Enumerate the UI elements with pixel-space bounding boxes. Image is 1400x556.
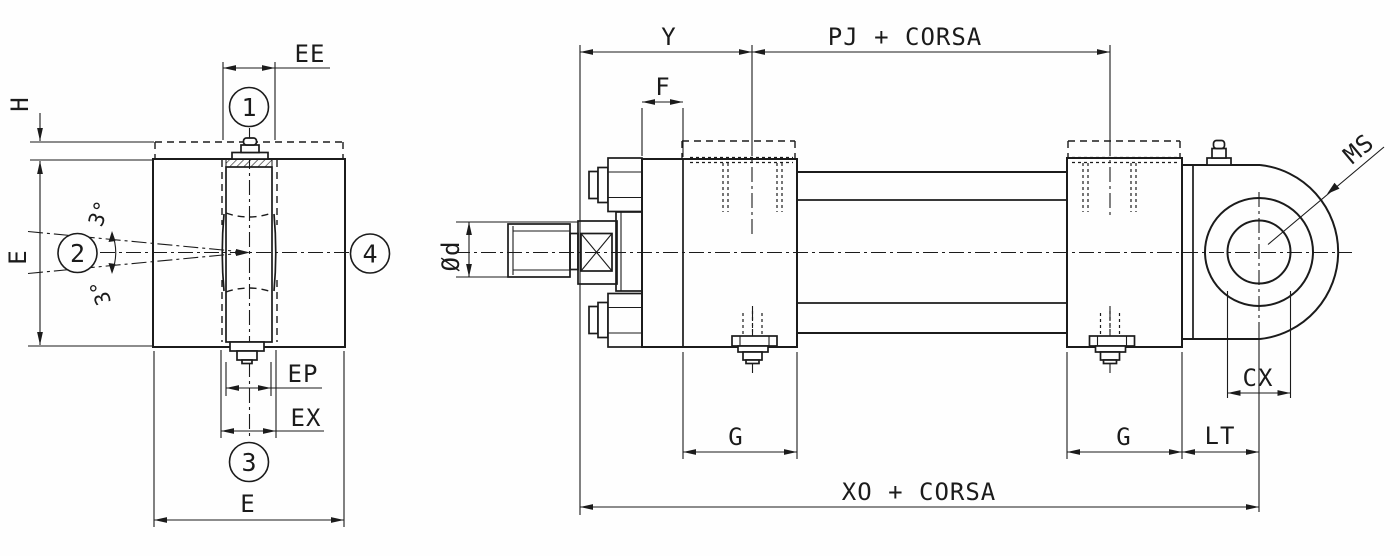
tie-rod-nut-bottom: [588, 292, 643, 348]
dim-label-y: Y: [661, 23, 676, 51]
dim-label-f: F: [655, 73, 670, 101]
dim-f: F: [641, 73, 684, 157]
piston-rod-end: [507, 211, 643, 292]
dim-label-e-side: E: [4, 249, 32, 264]
balloon-4: 4: [349, 233, 391, 274]
pin-bottom-plug: [229, 341, 265, 365]
dim-cx: CX: [1226, 291, 1292, 398]
dim-e-bottom: E: [153, 351, 345, 527]
dim-label-pj-corsa: PJ + CORSA: [828, 23, 983, 51]
dim-rod-diameter: Ød: [437, 221, 578, 278]
dim-label-e-bottom: E: [240, 490, 255, 518]
dim-label-g-right: G: [1116, 423, 1131, 451]
dim-h: H: [6, 96, 154, 347]
rod-wrench-flats: [580, 232, 613, 272]
dim-ex: EX: [220, 350, 324, 438]
dim-y: Y: [580, 23, 752, 55]
eye-grease-nipple-icon: [1206, 139, 1232, 166]
dim-label-xo-corsa: XO + CORSA: [842, 478, 997, 506]
cap-port-plug: [1088, 306, 1136, 374]
dim-label-g-left: G: [728, 423, 743, 451]
dim-g-left: G: [682, 352, 798, 459]
grease-nipple-icon: [231, 137, 269, 160]
balloon-1-label: 1: [241, 93, 256, 122]
balloon-4-label: 4: [362, 240, 377, 269]
balloon-2-label: 2: [70, 239, 85, 268]
apex-arrow: [236, 249, 250, 256]
dim-label-3deg-top: 3°: [84, 198, 115, 230]
balloon-3-label: 3: [241, 448, 256, 477]
dim-xo-corsa: XO + CORSA: [580, 478, 1259, 510]
dim-label-ms: MS: [1338, 128, 1380, 169]
dim-g-right: G: [1066, 352, 1183, 459]
cylinder-side-view: MS Y PJ + CORSA F Ød: [437, 23, 1385, 515]
balloon-2: 2: [57, 232, 98, 274]
pin-collar-hatch: [225, 158, 273, 168]
dim-pj-corsa: PJ + CORSA: [752, 23, 1110, 55]
dim-lt: LT: [1182, 422, 1259, 455]
balloon-3: 3: [228, 441, 270, 483]
balloon-1: 1: [228, 86, 270, 128]
dim-label-ep: EP: [288, 360, 319, 388]
rod-eye-mount: [1182, 139, 1340, 512]
dim-label-lt: LT: [1205, 422, 1236, 450]
cylinder-cap-block: [1066, 140, 1183, 348]
tie-rod-nut-top: [588, 157, 643, 213]
head-port-plug: [731, 306, 778, 374]
dim-label-ee: EE: [295, 40, 326, 68]
leader-ms: MS: [1267, 128, 1385, 245]
dim-label-3deg-bottom: 3°: [85, 276, 116, 308]
dim-ep: EP: [225, 360, 322, 396]
cylinder-tube: [797, 171, 1067, 334]
dim-label-h: H: [6, 96, 34, 111]
dim-ee: EE: [222, 40, 330, 140]
dim-label-ex: EX: [291, 404, 322, 432]
dim-label-cx: CX: [1243, 364, 1274, 392]
pivot-mount-front-view: EE H E 3° 3° EP: [4, 40, 391, 527]
dim-label-rod-diameter: Ød: [437, 241, 465, 272]
cylinder-head-block: [641, 140, 798, 348]
dim-e-side: E: [4, 161, 43, 345]
